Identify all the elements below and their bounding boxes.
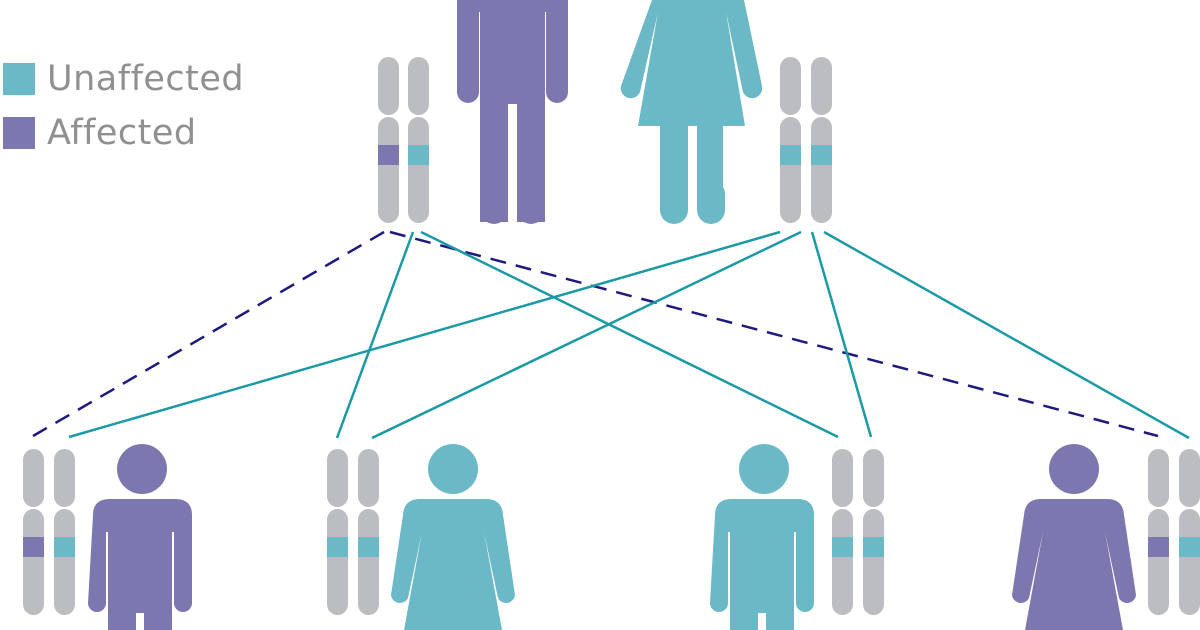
legend: Unaffected Affected	[3, 52, 244, 160]
mother-chromosome-pair	[780, 57, 832, 223]
child-4-chromosome-pair	[1148, 449, 1200, 615]
child-1-chromosome-pair	[23, 449, 75, 615]
chromosome-unaffected-allele	[811, 57, 832, 223]
child-2-chromosome-pair	[327, 449, 379, 615]
legend-item-unaffected: Unaffected	[3, 52, 244, 106]
legend-label: Affected	[47, 113, 197, 153]
chromosome-affected-allele	[378, 57, 399, 223]
child-3-chromosome-pair	[832, 449, 884, 615]
affected-swatch-icon	[3, 117, 35, 149]
solid-line-mother-to-child-3	[810, 231, 873, 438]
unaffected-swatch-icon	[3, 63, 35, 95]
father-figure	[457, 0, 568, 224]
legend-item-affected: Affected	[3, 106, 244, 160]
solid-line-father-to-child-2	[335, 231, 415, 439]
solid-line-mother-to-child-1	[68, 230, 781, 439]
solid-line-mother-to-child-4	[823, 230, 1190, 440]
child-2-female-figure	[391, 444, 515, 630]
inheritance-lines	[32, 230, 1190, 440]
child-4-female-figure	[1012, 444, 1136, 630]
legend-label: Unaffected	[47, 59, 245, 99]
solid-line-father-to-child-3	[420, 230, 839, 439]
dashed-line-father-to-child-4	[389, 230, 1159, 438]
child-1-male-figure	[88, 444, 192, 630]
solid-line-mother-to-child-2	[371, 230, 802, 440]
child-3-male-figure	[710, 444, 814, 630]
mother-figure	[620, 0, 763, 224]
father-chromosome-pair	[378, 57, 429, 223]
dashed-line-father-to-child-1	[32, 230, 385, 438]
chromosome-unaffected-allele	[780, 57, 801, 223]
chromosome-unaffected-allele	[408, 57, 429, 223]
